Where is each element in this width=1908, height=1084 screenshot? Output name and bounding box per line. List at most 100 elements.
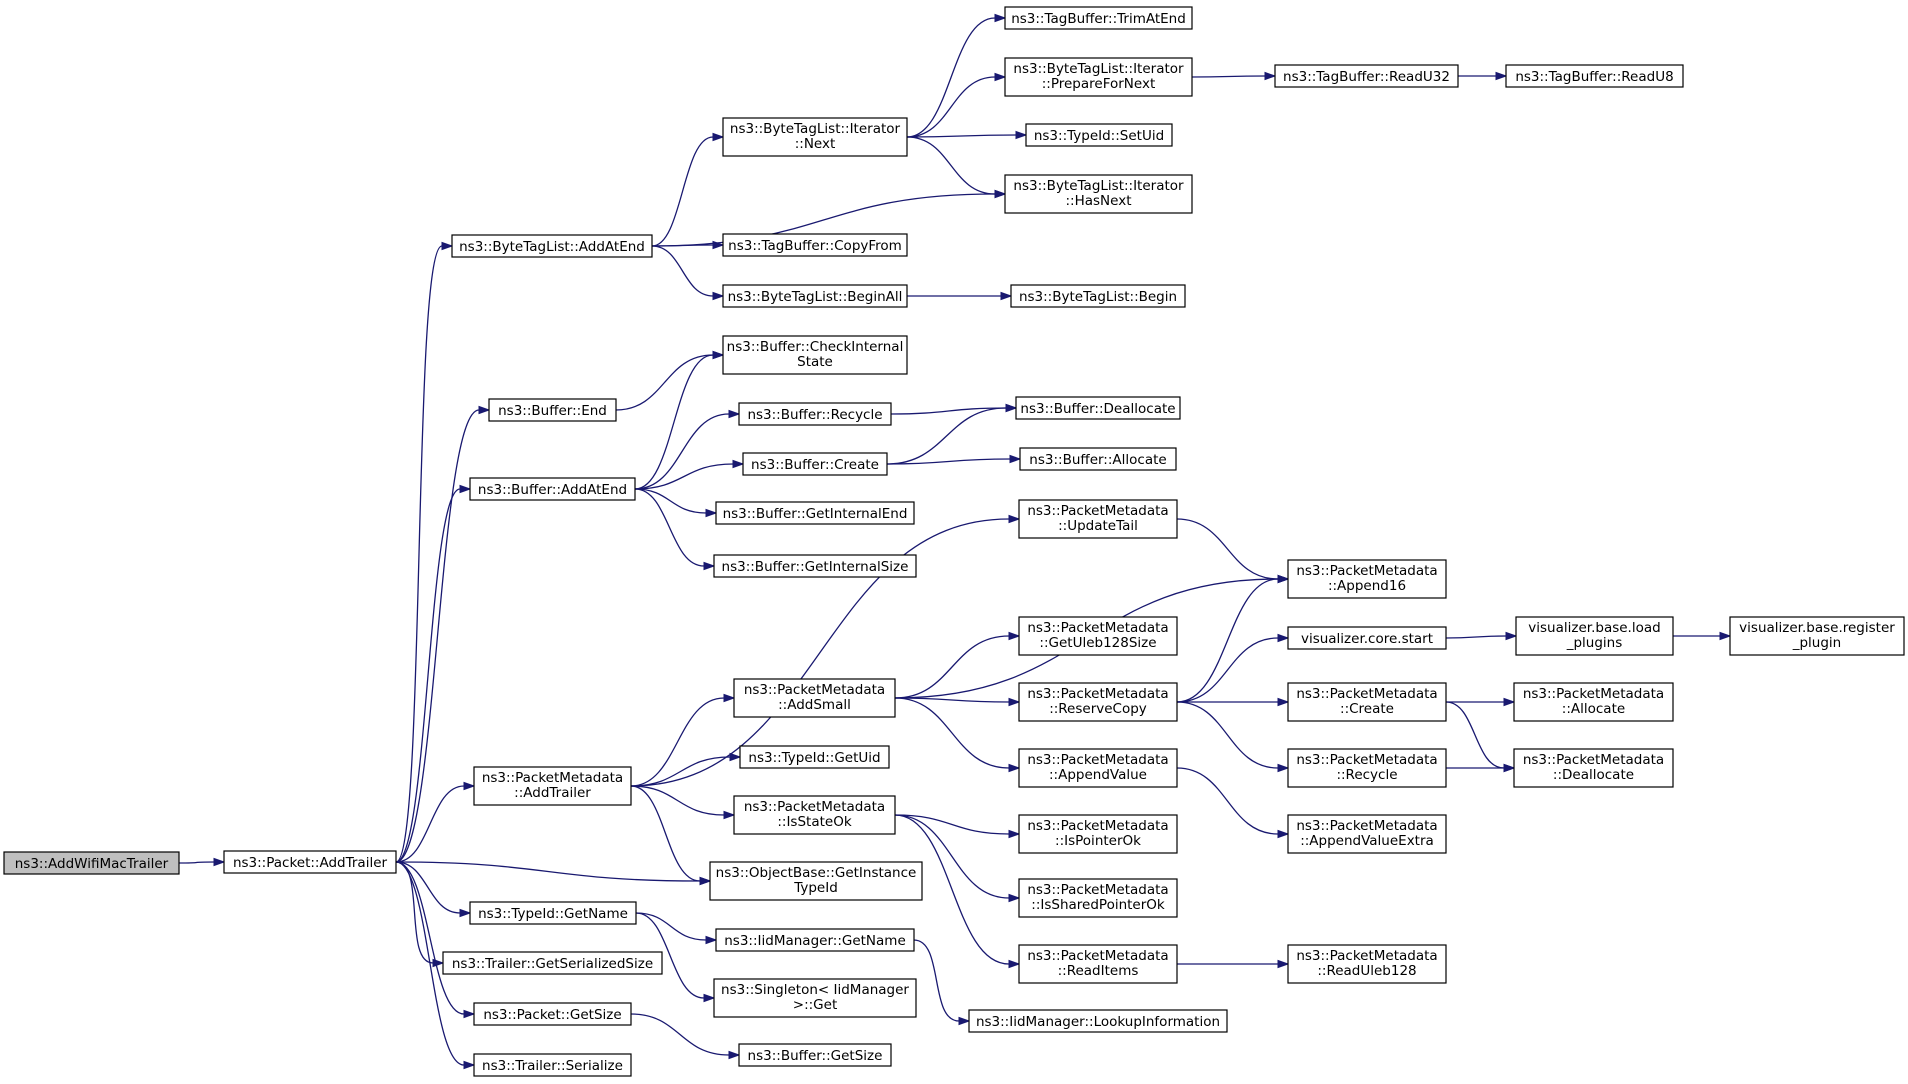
node-pm_deallocate[interactable]: ns3::PacketMetadata::Deallocate — [1513, 748, 1674, 788]
edge-buffer_create-to-buffer_allocate — [886, 454, 1022, 465]
node-buffer_recycle[interactable]: ns3::Buffer::Recycle — [738, 402, 892, 426]
edge-pm_isstateok-to-pm_readitems — [894, 814, 1021, 969]
node-typeid_setuid[interactable]: ns3::TypeId::SetUid — [1025, 123, 1173, 147]
node-label-line: ::AddTrailer — [514, 785, 591, 801]
node-pm_issharedpointerok[interactable]: ns3::PacketMetadata::IsSharedPointerOk — [1018, 878, 1178, 918]
edge-pm_updatetail-to-pm_append16 — [1176, 518, 1290, 584]
node-label: ns3::Buffer::Recycle — [747, 407, 882, 423]
node-tagbuffer_readu8[interactable]: ns3::TagBuffer::ReadU8 — [1505, 64, 1684, 88]
node-box — [1004, 6, 1193, 30]
node-label-line: ns3::PacketMetadata — [1027, 620, 1168, 636]
node-pm_recycle[interactable]: ns3::PacketMetadata::Recycle — [1287, 748, 1447, 788]
node-pm_create[interactable]: ns3::PacketMetadata::Create — [1287, 682, 1447, 722]
node-box — [1287, 814, 1447, 854]
node-box — [1287, 748, 1447, 788]
node-label-line: ::Deallocate — [1553, 767, 1634, 783]
node-tagbuffer_readu32[interactable]: ns3::TagBuffer::ReadU32 — [1274, 64, 1459, 88]
node-buffer_create[interactable]: ns3::Buffer::Create — [742, 452, 888, 476]
node-label-line: ns3::PacketMetadata — [1296, 752, 1437, 768]
node-label: ns3::ByteTagList::AddAtEnd — [459, 239, 645, 255]
node-box — [1287, 682, 1447, 722]
node-iidmanager_lookupinformation[interactable]: ns3::IidManager::LookupInformation — [968, 1009, 1228, 1033]
node-btl_begin[interactable]: ns3::ByteTagList::Begin — [1010, 284, 1186, 308]
node-pm_addtrailer[interactable]: ns3::PacketMetadata::AddTrailer — [473, 766, 632, 806]
node-label: ns3::ByteTagList::BeginAll — [728, 289, 903, 305]
node-trailer_serialize[interactable]: ns3::Trailer::Serialize — [473, 1053, 632, 1077]
node-layer: ns3::AddWifiMacTrailer ns3::Packet::AddTr… — [3, 6, 1905, 1077]
node-label: ns3::Buffer::GetInternalSize — [722, 559, 909, 575]
node-trailer_getserializedsize[interactable]: ns3::Trailer::GetSerializedSize — [442, 951, 663, 975]
node-label-line: ::ReadUleb128 — [1317, 963, 1416, 979]
node-bytetaglist_addatend[interactable]: ns3::ByteTagList::AddAtEnd — [451, 234, 653, 258]
edge-pm_addtrailer-to-pm_isstateok — [630, 785, 736, 820]
node-box — [1513, 682, 1674, 722]
edge-btl_iterator_next-to-tagbuffer_trimatend — [906, 13, 1007, 138]
node-packet_addtrailer[interactable]: ns3::Packet::AddTrailer — [223, 850, 397, 874]
node-pm_getuleb128size[interactable]: ns3::PacketMetadata::GetUleb128Size — [1018, 616, 1178, 656]
node-box — [1513, 748, 1674, 788]
edge-addwifimactrailer-to-packet_addtrailer — [178, 857, 226, 867]
edge-pm_create-to-pm_deallocate — [1445, 701, 1516, 773]
node-label: ns3::Buffer::Create — [751, 457, 879, 473]
node-addwifimactrailer[interactable]: ns3::AddWifiMacTrailer — [3, 851, 180, 875]
node-visualizer_base_register_plugin[interactable]: visualizer.base.register_plugin — [1729, 616, 1905, 656]
node-box — [3, 851, 180, 875]
node-pm_updatetail[interactable]: ns3::PacketMetadata::UpdateTail — [1018, 499, 1178, 539]
node-singleton_get[interactable]: ns3::Singleton< IidManager>::Get — [713, 978, 917, 1018]
node-box — [473, 766, 632, 806]
node-typeid_getname[interactable]: ns3::TypeId::GetName — [469, 901, 637, 925]
node-box — [738, 1043, 892, 1067]
node-box — [1729, 616, 1905, 656]
node-pm_appendvalue[interactable]: ns3::PacketMetadata::AppendValue — [1018, 748, 1178, 788]
node-typeid_getuid[interactable]: ns3::TypeId::GetUid — [739, 745, 890, 769]
node-label-line: ns3::Buffer::CheckInternal — [727, 339, 904, 355]
node-box — [1018, 682, 1178, 722]
edge-buffer_addatend-to-buffer_create — [634, 459, 745, 490]
node-buffer_allocate[interactable]: ns3::Buffer::Allocate — [1019, 447, 1177, 471]
node-buffer_getinternalsize[interactable]: ns3::Buffer::GetInternalSize — [713, 554, 917, 578]
node-tagbuffer_trimatend[interactable]: ns3::TagBuffer::TrimAtEnd — [1004, 6, 1193, 30]
node-visualizer_core_start[interactable]: visualizer.core.start — [1287, 626, 1447, 650]
node-box — [715, 928, 915, 952]
edge-buffer_addatend-to-buffer_getinternalend — [634, 488, 718, 518]
node-pm_append16[interactable]: ns3::PacketMetadata::Append16 — [1287, 559, 1447, 599]
node-label-line: ::IsPointerOk — [1055, 833, 1141, 849]
node-box — [1018, 814, 1178, 854]
node-buffer_addatend[interactable]: ns3::Buffer::AddAtEnd — [469, 477, 636, 501]
node-visualizer_base_load_plugins[interactable]: visualizer.base.load_plugins — [1515, 616, 1674, 656]
node-pm_allocate[interactable]: ns3::PacketMetadata::Allocate — [1513, 682, 1674, 722]
node-iidmanager_getname[interactable]: ns3::IidManager::GetName — [715, 928, 915, 952]
node-buffer_getsize[interactable]: ns3::Buffer::GetSize — [738, 1043, 892, 1067]
edge-pm_reservecopy-to-pm_append16 — [1176, 574, 1290, 703]
node-buffer_getinternalend[interactable]: ns3::Buffer::GetInternalEnd — [715, 501, 915, 525]
node-buffer_end[interactable]: ns3::Buffer::End — [488, 398, 617, 422]
node-btl_iterator_preparefornext[interactable]: ns3::ByteTagList::Iterator::PrepareForNe… — [1004, 57, 1193, 97]
node-buffer_deallocate[interactable]: ns3::Buffer::Deallocate — [1015, 396, 1181, 420]
node-btl_iterator_hasnext[interactable]: ns3::ByteTagList::Iterator::HasNext — [1004, 174, 1193, 214]
node-packet_getsize[interactable]: ns3::Packet::GetSize — [473, 1002, 632, 1026]
node-label-line: ns3::PacketMetadata — [1296, 948, 1437, 964]
edge-visualizer_core_start-to-visualizer_base_load_plugins — [1445, 631, 1518, 641]
node-pm_addsmall[interactable]: ns3::PacketMetadata::AddSmall — [733, 678, 896, 718]
node-label-line: ns3::PacketMetadata — [1027, 882, 1168, 898]
node-box — [473, 1002, 632, 1026]
node-pm_appendvalueextra[interactable]: ns3::PacketMetadata::AppendValueExtra — [1287, 814, 1447, 854]
node-pm_readitems[interactable]: ns3::PacketMetadata::ReadItems — [1018, 944, 1178, 984]
node-pm_ispointerok[interactable]: ns3::PacketMetadata::IsPointerOk — [1018, 814, 1178, 854]
node-btl_iterator_next[interactable]: ns3::ByteTagList::Iterator::Next — [722, 117, 908, 157]
node-box — [1287, 944, 1447, 984]
edge-packet_addtrailer-to-pm_addtrailer — [395, 781, 476, 863]
node-box — [488, 398, 617, 422]
node-pm_reservecopy[interactable]: ns3::PacketMetadata::ReserveCopy — [1018, 682, 1178, 722]
node-tagbuffer_copyfrom[interactable]: ns3::TagBuffer::CopyFrom — [722, 233, 908, 257]
node-pm_readuleb128[interactable]: ns3::PacketMetadata::ReadUleb128 — [1287, 944, 1447, 984]
node-btl_beginall[interactable]: ns3::ByteTagList::BeginAll — [722, 284, 908, 308]
node-label-line: ns3::Singleton< IidManager — [721, 982, 909, 998]
node-pm_isstateok[interactable]: ns3::PacketMetadata::IsStateOk — [733, 795, 896, 835]
node-box — [715, 501, 915, 525]
node-box — [469, 477, 636, 501]
edge-btl_iterator_preparefornext-to-tagbuffer_readu32 — [1191, 71, 1277, 81]
node-label-line: ::AddSmall — [778, 697, 851, 713]
